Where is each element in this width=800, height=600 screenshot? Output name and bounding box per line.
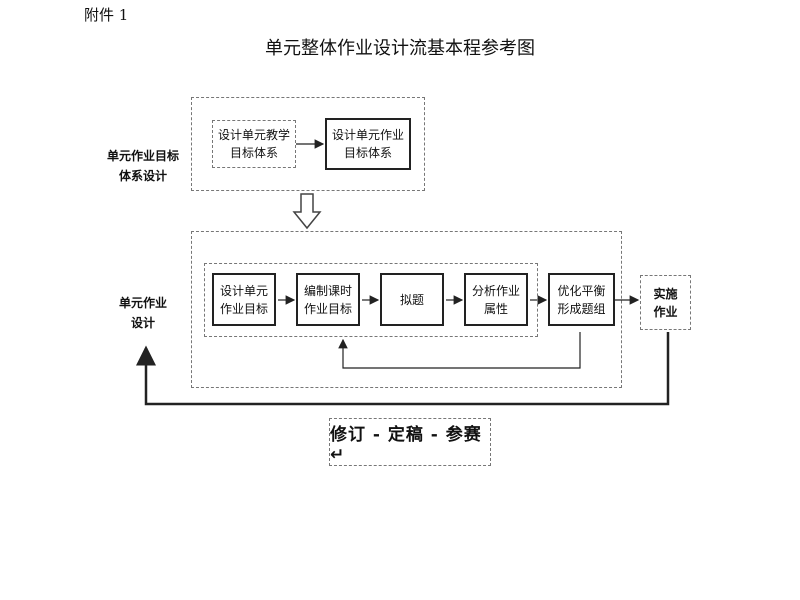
hollow-down-arrow: [292, 193, 322, 230]
step-box-unit-goal: 设计单元 作业目标: [212, 273, 276, 326]
step-box-lesson-goal: 编制课时 作业目标: [296, 273, 360, 326]
goal-box-teaching: 设计单元教学 目标体系: [212, 120, 296, 168]
feedback-loop-line: [338, 332, 581, 369]
section1-label: 单元作业目标 体系设计: [106, 149, 179, 183]
step-box-analyze-attributes: 分析作业 属性: [464, 273, 528, 326]
goal-box-homework: 设计单元作业 目标体系: [325, 118, 411, 170]
section1-frame: [191, 97, 425, 191]
revision-loop-line: [136, 332, 670, 406]
section2-inner-frame: [204, 263, 538, 337]
revise-finalize-box: 修订 - 定稿 - 参赛↵: [329, 418, 491, 466]
attachment-label: 附件 1: [84, 6, 129, 24]
section2-label: 单元作业 设计: [118, 296, 167, 330]
diagram-title: 单元整体作业设计流基本程参考图: [265, 38, 535, 59]
step-box-optimize-group: 优化平衡 形成题组: [548, 273, 615, 326]
section2-outer-frame: [191, 231, 622, 388]
step-box-draft-questions: 拟题: [380, 273, 444, 326]
implement-box: 实施 作业: [640, 275, 691, 330]
